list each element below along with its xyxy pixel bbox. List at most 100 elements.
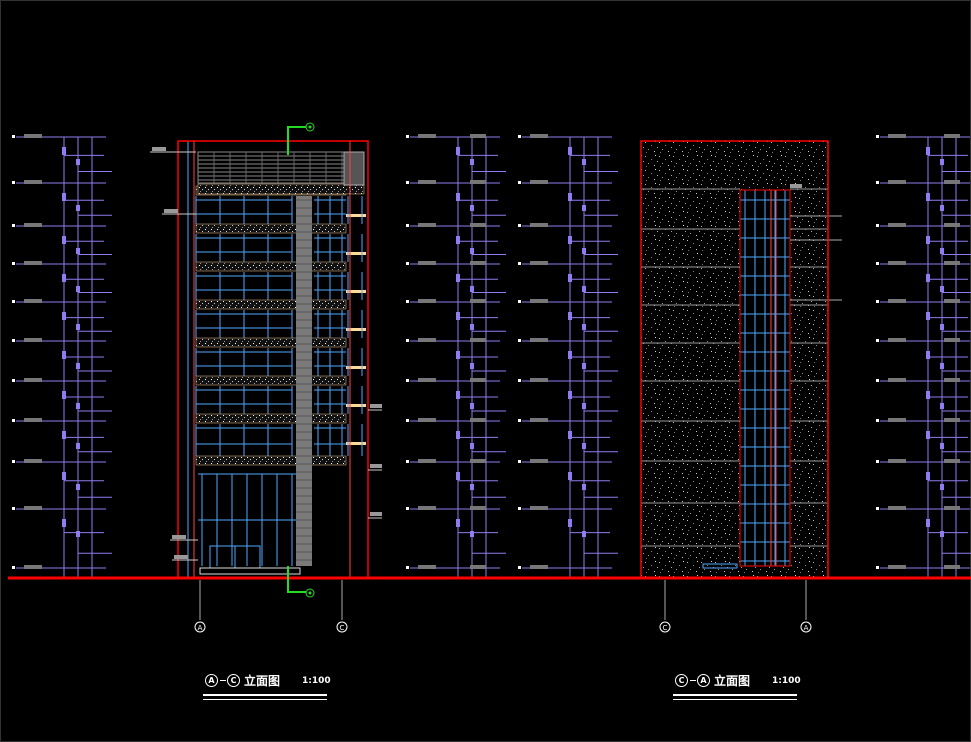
level-label: [470, 418, 486, 422]
elevation-name: 立面图: [714, 674, 751, 688]
level-label: [888, 180, 906, 184]
level-mark: [876, 262, 879, 265]
level-mark: [12, 135, 15, 138]
level-mark: [406, 181, 409, 184]
entrance-step: [199, 567, 301, 575]
floor-band: [195, 299, 347, 310]
level-mark: [876, 300, 879, 303]
level-mark: [518, 300, 521, 303]
dimension-node: [568, 519, 572, 527]
dimension-node: [76, 363, 80, 369]
level-label: [24, 506, 42, 510]
balcony-ledge: [346, 214, 366, 217]
level-mark: [406, 379, 409, 382]
dimension-node: [582, 248, 586, 254]
level-mark: [12, 339, 15, 342]
level-mark: [518, 181, 521, 184]
dimension-node: [926, 351, 930, 359]
level-label: [944, 261, 960, 265]
level-label: [530, 180, 548, 184]
level-label: [530, 378, 548, 382]
level-label: [24, 418, 42, 422]
grid-axis-bubble: [194, 621, 206, 633]
dimension-node: [940, 248, 944, 254]
level-label: [418, 506, 436, 510]
stair-core: [296, 196, 312, 566]
level-label: [418, 223, 436, 227]
level-label: [24, 378, 42, 382]
dimension-node: [76, 159, 80, 165]
dimension-node: [568, 236, 572, 244]
level-label: [530, 418, 548, 422]
level-label: [470, 223, 486, 227]
dimension-node: [940, 286, 944, 292]
level-mark: [876, 379, 879, 382]
dimension-node: [582, 531, 586, 537]
grid-axis-bubble: [336, 621, 348, 633]
callout-label: [152, 147, 166, 151]
title-underline: [673, 699, 797, 700]
level-label: [24, 261, 42, 265]
dimension-node: [76, 286, 80, 292]
dimension-node: [470, 159, 474, 165]
dimension-node: [456, 351, 460, 359]
stucco-wall: [641, 141, 828, 578]
dimension-column: [876, 134, 971, 578]
floor-band: [195, 413, 347, 424]
roof-block: [343, 151, 365, 186]
dimension-node: [456, 193, 460, 201]
callout-label: [174, 555, 188, 559]
level-mark: [876, 566, 879, 569]
dimension-node: [470, 484, 474, 490]
dimension-node: [582, 403, 586, 409]
balcony-ledge: [346, 290, 366, 293]
dimension-node: [76, 443, 80, 449]
level-mark: [406, 135, 409, 138]
dimension-node: [62, 312, 66, 320]
balcony-ledge: [346, 404, 366, 407]
level-mark: [876, 507, 879, 510]
dimension-node: [62, 431, 66, 439]
level-label: [470, 506, 486, 510]
level-label: [888, 338, 906, 342]
dimension-node: [568, 312, 572, 320]
level-mark: [406, 566, 409, 569]
level-label: [944, 565, 960, 569]
callout-label: [370, 512, 382, 516]
floor-band: [195, 261, 347, 272]
level-label: [418, 565, 436, 569]
level-mark: [518, 460, 521, 463]
dimension-node: [470, 403, 474, 409]
dimension-node: [62, 472, 66, 480]
level-label: [470, 338, 486, 342]
level-mark: [876, 339, 879, 342]
dimension-node: [62, 193, 66, 201]
dimension-node: [940, 205, 944, 211]
level-mark: [406, 339, 409, 342]
level-label: [888, 261, 906, 265]
level-label: [418, 418, 436, 422]
dimension-node: [926, 391, 930, 399]
level-label: [418, 338, 436, 342]
level-label: [944, 506, 960, 510]
level-label: [888, 459, 906, 463]
level-mark: [12, 224, 15, 227]
dimension-node: [62, 274, 66, 282]
level-mark: [518, 224, 521, 227]
section-marker-icon: [287, 566, 315, 598]
dimension-node: [582, 363, 586, 369]
elevation-name: 立面图: [244, 674, 281, 688]
level-mark: [518, 379, 521, 382]
level-mark: [518, 339, 521, 342]
floor-band: [195, 337, 347, 348]
level-label: [24, 180, 42, 184]
level-label: [888, 418, 906, 422]
level-mark: [876, 419, 879, 422]
level-label: [530, 134, 548, 138]
dimension-node: [940, 484, 944, 490]
section-marker-icon: [287, 122, 315, 155]
dimension-node: [926, 431, 930, 439]
